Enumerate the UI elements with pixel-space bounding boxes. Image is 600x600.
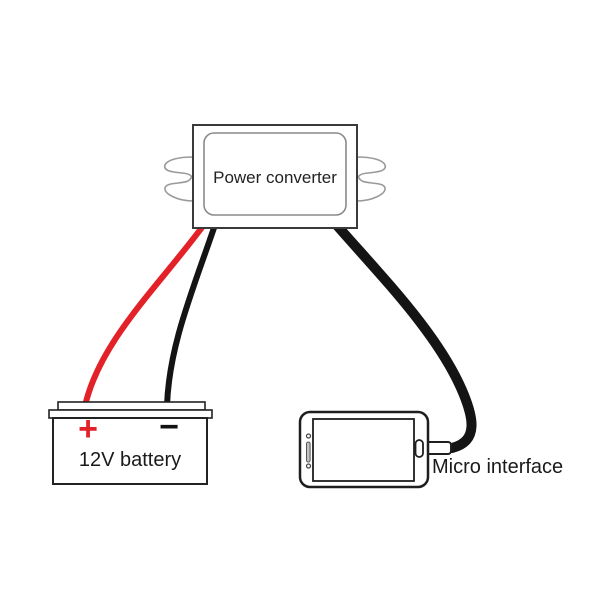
phone-sensor-dot [305,463,312,469]
phone-speaker-slot [306,441,311,463]
micro-interface-label: Micro interface [432,456,564,478]
power-converter-box [163,124,387,229]
battery-body [52,417,208,485]
converter-inner-panel [203,132,347,216]
battery-negative-terminal-symbol: − [159,408,179,446]
phone-screen [312,418,415,482]
converter-left-mount-tab [163,156,194,202]
battery-label: 12V battery [78,449,182,471]
phone-camera-dot [305,433,312,439]
output-cable [329,217,477,453]
positive-wire [82,219,209,409]
phone [298,410,452,489]
battery-box [48,401,213,485]
negative-wire [164,219,219,409]
power-converter-label: Power converter [213,168,337,187]
phone-home-button [414,439,424,458]
converter-right-mount-tab [356,156,387,202]
battery-positive-terminal-symbol: + [78,410,98,448]
